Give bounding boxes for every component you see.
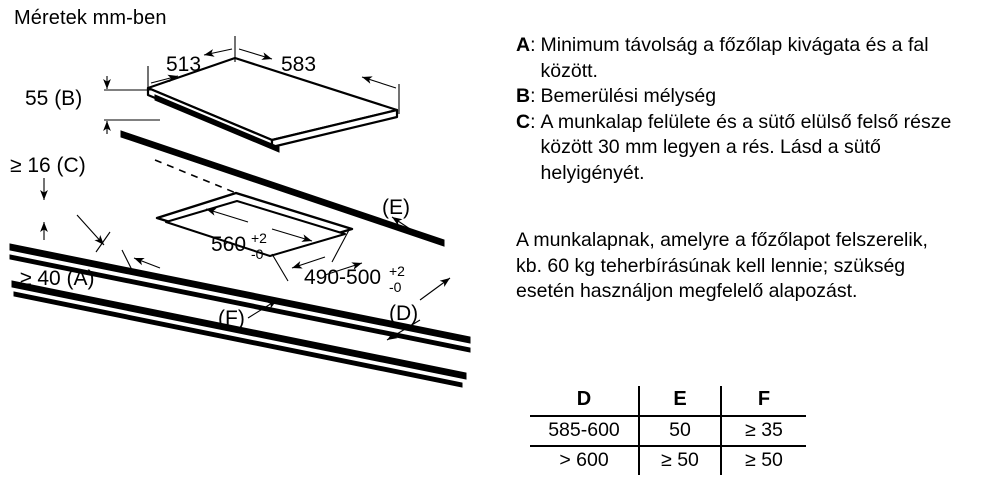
- dim-560-label-group: 560 +2 -0: [211, 230, 267, 262]
- dim-490-500-label-group: 490-500 +2 -0: [304, 263, 405, 295]
- callout-f-leader: [247, 299, 278, 319]
- callout-e-label: (E): [382, 196, 410, 219]
- dim-490-500-tol-lower: -0: [389, 279, 402, 295]
- dimensions-table: D E F 585-600 50 ≥ 35 > 600 ≥ 50 ≥ 50: [530, 386, 806, 475]
- dim-490-500-value: 490-500: [304, 266, 381, 289]
- legend-item-b: B : Bemerülési mélység: [516, 84, 986, 110]
- legend-key-c: C: [516, 110, 531, 133]
- table-cell-d: > 600: [559, 449, 609, 471]
- worktop: [9, 130, 471, 388]
- dim-40-a-label: ≥ 40 (A): [20, 267, 95, 290]
- page-title: Méretek mm-ben: [14, 7, 167, 29]
- dim-40-leader-a: [95, 231, 111, 253]
- dimension-lines: [40, 36, 451, 341]
- dim-490-arrow-up: [324, 262, 363, 276]
- dim-490-arrow-down: [291, 256, 326, 269]
- table-row: > 600 ≥ 50 ≥ 50: [530, 446, 806, 475]
- table-cell-f: ≥ 35: [720, 416, 806, 447]
- legend-colon-a: :: [530, 34, 536, 56]
- dim-560-tol-upper: +2: [251, 230, 267, 246]
- hob-appliance: [146, 56, 399, 153]
- dim-40-leader-b: [121, 249, 134, 273]
- dim-583-line-a: [238, 48, 273, 60]
- callout-d-leader-up: [419, 277, 451, 301]
- callout-d-leader-down: [386, 319, 421, 341]
- callout-d-label: (D): [389, 302, 418, 325]
- legend-key-b: B: [516, 85, 531, 107]
- dim-560-arrow-right: [271, 228, 313, 242]
- projection-dashed-line: [154, 159, 237, 194]
- dim-513-line-a: [203, 48, 233, 57]
- callout-e-leader: [391, 216, 414, 232]
- legend-description-b: Bemerülési mélység: [540, 85, 717, 107]
- dim-16-c-label: ≥ 16 (C): [10, 154, 86, 177]
- dim-490-ext-2: [271, 253, 289, 282]
- table-row: 585-600 50 ≥ 35: [530, 416, 806, 447]
- table-cell-e: 50: [638, 416, 721, 447]
- legend-colon-b: :: [530, 85, 536, 107]
- installation-diagram: 513 583 55 (B) ≥ 16 (C) ≥ 40 (A) 560 +2 …: [9, 36, 471, 388]
- worktop-cutout-ledge-band: [11, 280, 467, 380]
- dim-55-b-label: 55 (B): [25, 87, 82, 110]
- legend-key-a: A: [516, 34, 531, 56]
- dim-560-arrow-left: [205, 208, 249, 223]
- worktop-back-band: [120, 130, 445, 247]
- dim-490-ext-1: [331, 229, 350, 263]
- dim-513-label: 513: [166, 53, 201, 76]
- table-header-e: E: [638, 386, 721, 417]
- table-cell-d: 585-600: [530, 416, 639, 447]
- worktop-front-band: [9, 243, 471, 344]
- worktop-front-band-thickness: [9, 254, 471, 353]
- legend-item-a: A : Minimum távolság a főzőlap kivágata …: [516, 33, 986, 84]
- legend-description-a: Minimum távolság a főzőlap kivágata és a…: [540, 34, 929, 82]
- legend-list: A : Minimum távolság a főzőlap kivágata …: [516, 33, 986, 186]
- worktop-cutout-ledge-band-2: [13, 291, 463, 388]
- table-cell-f: ≥ 50: [720, 446, 806, 475]
- callout-f-label: (F): [218, 307, 245, 330]
- table-header-row: D E F: [530, 386, 806, 417]
- dim-490-500-tol-upper: +2: [389, 263, 405, 279]
- table-header-f: F: [720, 386, 806, 417]
- legend-item-c: C : A munkalap felülete és a sütő elülső…: [516, 110, 986, 187]
- legend-colon-c: :: [530, 110, 536, 133]
- dim-583-label: 583: [281, 53, 316, 76]
- dim-40-arrow-a: [76, 214, 105, 246]
- drawing-labels: 513 583 55 (B) ≥ 16 (C) ≥ 40 (A) 560 +2 …: [10, 53, 418, 330]
- dim-513-line-b: [150, 74, 179, 84]
- dim-560-value: 560: [211, 233, 246, 256]
- load-capacity-note: A munkalapnak, amelyre a főzőlapot felsz…: [516, 229, 928, 302]
- dim-560-tol-lower: -0: [251, 246, 264, 262]
- legend-description-c: A munkalap felülete és a sütő elülső fel…: [540, 110, 952, 184]
- table-cell-e: ≥ 50: [638, 446, 721, 475]
- table-header-d: D: [530, 386, 639, 417]
- dim-40-arrow-b: [133, 257, 161, 269]
- hob-body-slab: [154, 94, 280, 153]
- dim-583-line-b: [361, 76, 397, 89]
